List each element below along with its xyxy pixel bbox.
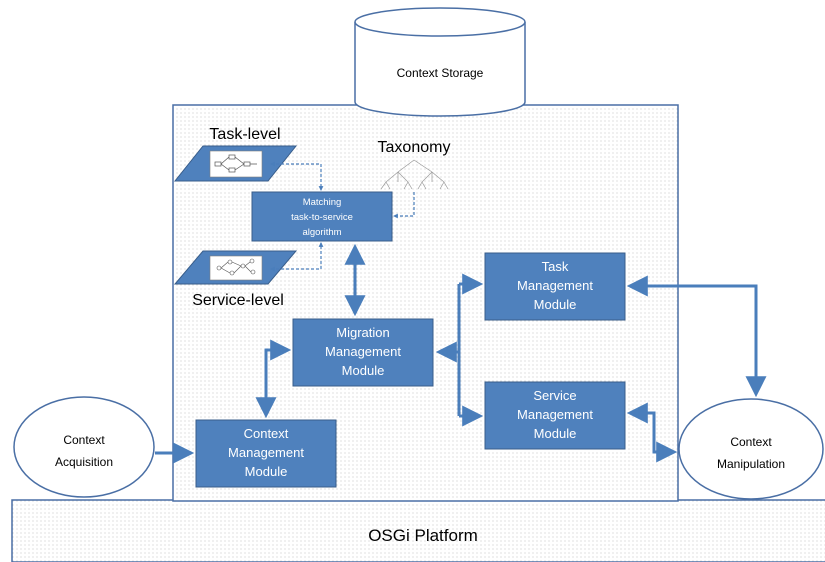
solid-connectors (155, 243, 767, 464)
task-level-model: Task-level (173, 126, 298, 182)
service-module-line-2: Management (517, 407, 593, 422)
context-acquisition: Context Acquisition (13, 396, 155, 498)
context-manipulation: Context Manipulation (678, 398, 824, 500)
manipulation-line-1: Context (730, 435, 772, 449)
context-module-line-1: Context (244, 426, 289, 441)
migration-line-3: Module (342, 363, 385, 378)
service-module-line-1: Service (533, 388, 576, 403)
matching-line-2: task-to-service (291, 212, 353, 223)
context-module-line-2: Management (228, 445, 304, 460)
migration-management-module: Migration Management Module (292, 318, 434, 387)
context-storage-label: Context Storage (397, 66, 484, 80)
taxonomy-label: Taxonomy (378, 139, 451, 156)
acquisition-line-1: Context (63, 433, 105, 447)
task-module-line-1: Task (542, 259, 569, 274)
taxonomy: Taxonomy (378, 139, 451, 190)
service-graph-thumbnail (209, 255, 263, 281)
context-management-module: Context Management Module (195, 419, 337, 488)
context-storage-cylinder: Context Storage (354, 7, 526, 117)
matching-algorithm-box: Matching task-to-service algorithm (251, 191, 393, 242)
osgi-platform: OSGi Platform (11, 499, 825, 562)
matching-line-1: Matching (303, 197, 342, 208)
service-level-label: Service-level (192, 292, 284, 309)
service-management-module: Service Management Module (484, 381, 626, 450)
manipulation-line-2: Manipulation (717, 457, 785, 471)
matching-line-3: algorithm (302, 227, 341, 238)
service-module-line-3: Module (534, 426, 577, 441)
task-module-line-2: Management (517, 278, 593, 293)
migration-line-2: Management (325, 344, 401, 359)
service-level-model: Service-level (173, 250, 298, 309)
task-module-line-3: Module (534, 297, 577, 312)
task-management-module: Task Management Module (484, 252, 626, 321)
acquisition-line-2: Acquisition (55, 455, 113, 469)
osgi-platform-label: OSGi Platform (368, 526, 478, 545)
migration-line-1: Migration (336, 325, 389, 340)
dashed-connectors (270, 161, 415, 272)
context-module-line-3: Module (245, 464, 288, 479)
task-level-label: Task-level (209, 126, 280, 143)
taxonomy-tree-icon (380, 159, 449, 190)
